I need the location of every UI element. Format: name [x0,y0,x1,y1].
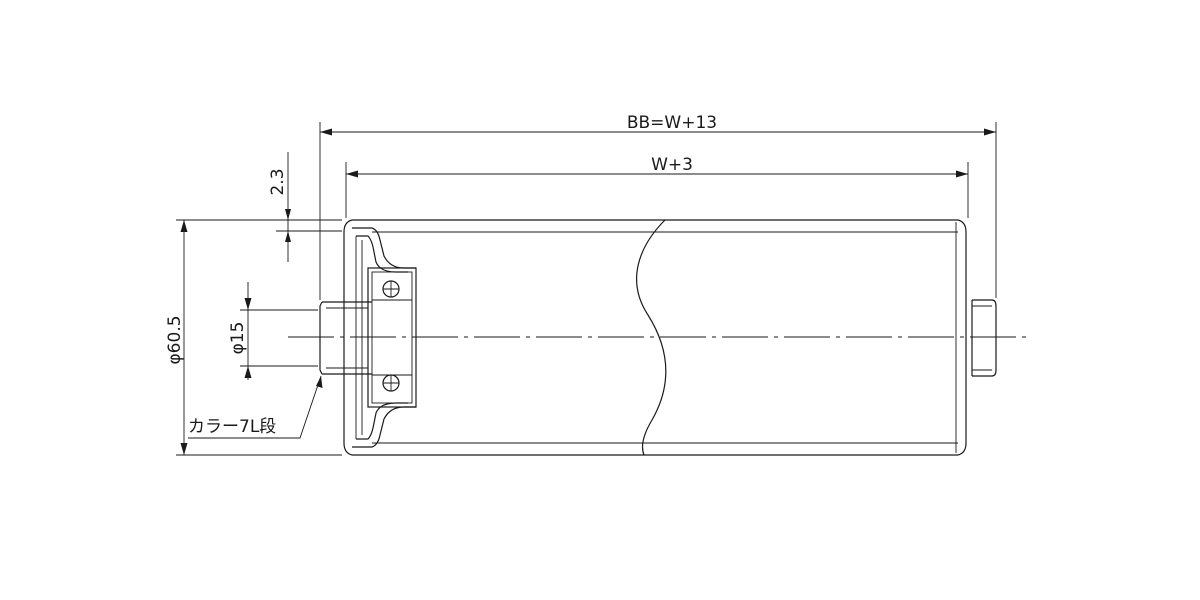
dim-overall-length: BB=W+13 [319,113,997,300]
overall-length-label: BB=W+13 [627,113,717,133]
collar-leader: カラー7L段 [188,375,323,439]
tube-diameter-label: φ60.5 [165,315,185,364]
dim-shaft-diameter: φ15 [228,282,318,380]
left-shaft-collar [319,301,372,375]
collar-note-label: カラー7L段 [188,417,276,437]
roller-tube [343,219,967,456]
dim-tube-diameter: φ60.5 [165,219,342,456]
bearing-housing [352,227,417,448]
shaft-diameter-label: φ15 [228,322,248,355]
dim-tube-length: W+3 [345,155,969,218]
dim-wall-thickness: 2.3 [268,152,342,262]
wall-thickness-label: 2.3 [268,168,288,195]
break-line [636,219,667,456]
tube-length-label: W+3 [651,155,693,175]
right-shaft [971,299,997,377]
